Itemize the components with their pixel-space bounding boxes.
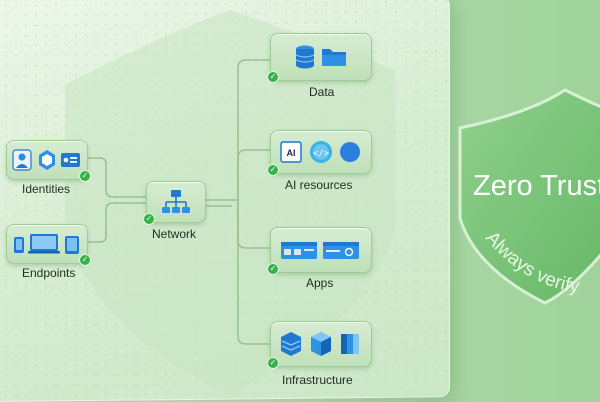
check-icon: ✓: [143, 213, 155, 225]
connectors: [88, 59, 270, 345]
endpoints-node[interactable]: ✓: [6, 224, 91, 266]
infrastructure-label: Infrastructure: [282, 373, 353, 387]
check-icon: ✓: [79, 254, 91, 266]
code-text: </>: [313, 149, 330, 159]
ai-resources-label: AI resources: [285, 178, 353, 192]
data-label: Data: [309, 85, 335, 99]
ai-resources-icons: AI </>: [280, 141, 360, 163]
check-icon: ✓: [267, 71, 279, 83]
infrastructure-node[interactable]: ✓: [267, 321, 372, 369]
endpoints-label: Endpoints: [22, 266, 76, 280]
connector-identities: [88, 157, 146, 198]
infrastructure-icons: [281, 332, 359, 356]
ai-chip-text: AI: [287, 148, 296, 158]
connector-ai: [237, 149, 270, 200]
app-windows-icon: [281, 242, 359, 259]
badge-title: Zero Trust: [473, 170, 600, 202]
check-icon: ✓: [267, 357, 279, 369]
ai-resources-node[interactable]: AI </> ✓: [267, 130, 372, 176]
database-folder-icon: [295, 45, 346, 69]
shield-watermark: [65, 10, 395, 395]
connector-endpoints: [88, 202, 146, 243]
apps-label: Apps: [306, 276, 334, 290]
network-icon: [162, 190, 190, 213]
data-node[interactable]: ✓: [267, 33, 372, 83]
connector-data: [237, 59, 270, 200]
check-icon: ✓: [267, 164, 279, 176]
apps-node[interactable]: ✓: [267, 227, 372, 275]
shield-shape: [458, 88, 600, 305]
connector-infra: [237, 200, 270, 345]
network-node[interactable]: ✓: [143, 181, 206, 225]
devices-icon: [14, 234, 79, 254]
network-label: Network: [152, 227, 197, 241]
check-icon: ✓: [267, 263, 279, 275]
zero-trust-badge: Zero Trust Always verify: [458, 88, 600, 305]
identities-label: Identities: [22, 182, 71, 196]
identities-icon: [12, 149, 80, 171]
identities-node[interactable]: ✓: [6, 140, 91, 182]
check-icon: ✓: [79, 170, 91, 182]
